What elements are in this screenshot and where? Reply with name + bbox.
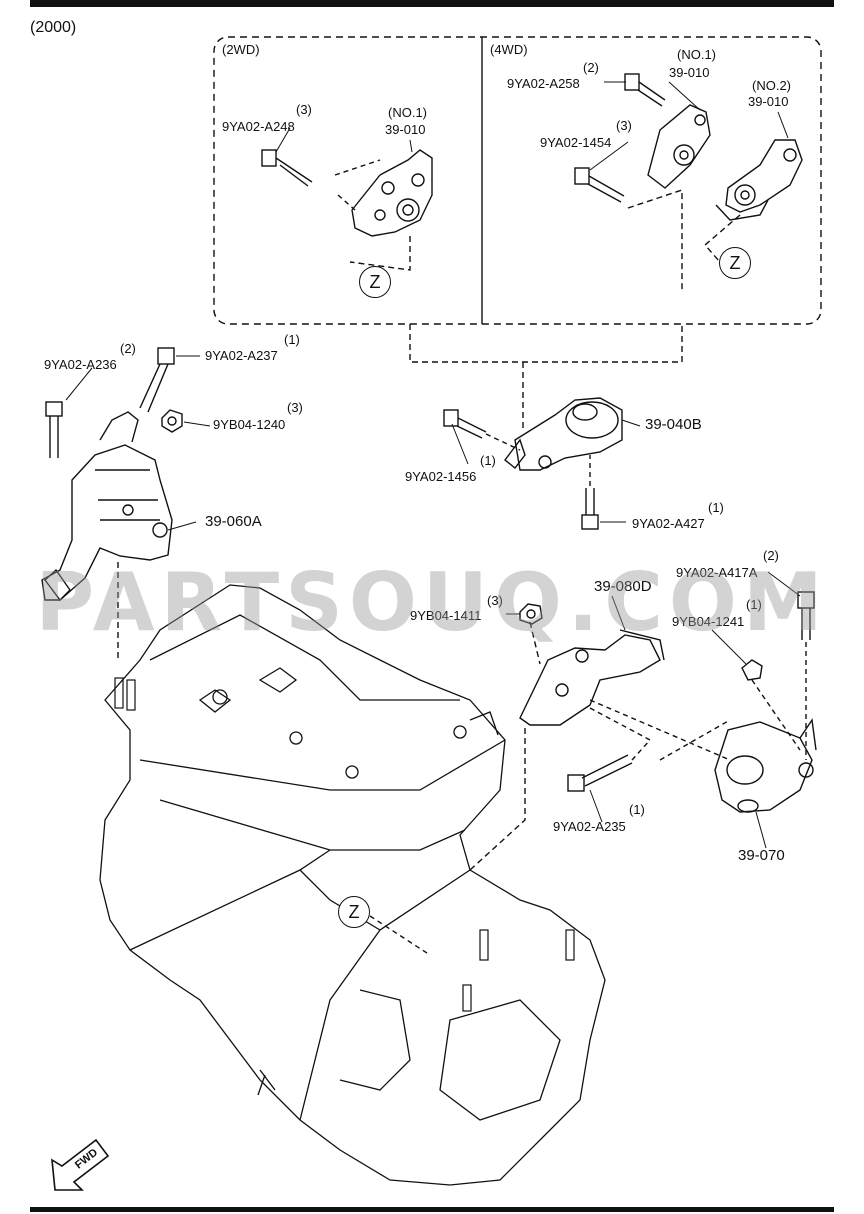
qty-9ya02-a427: (1) [708, 500, 724, 515]
label-9yb04-1241: 9YB04-1241 [672, 614, 745, 629]
qty-9ya02-a236: (2) [120, 341, 136, 356]
mount-bracket-4wd-no2-shape [715, 139, 803, 221]
label-39-010-4wd-no1: 39-010 [669, 65, 710, 80]
label-39-060a: 39-060A [205, 513, 262, 530]
label-39-070: 39-070 [738, 847, 785, 864]
bolt-a235 [567, 707, 652, 792]
box-2wd-label: (2WD) [222, 42, 260, 57]
label-39-080d: 39-080D [594, 578, 652, 595]
label-9ya02-1454: 9YA02-1454 [540, 135, 612, 150]
qty-9ya02-a235: (1) [629, 802, 645, 817]
bottom-rule [30, 1207, 834, 1212]
bolt-a237 [139, 347, 175, 413]
qty-39-010-4wd-no2: (NO.2) [752, 78, 791, 93]
label-9yb04-1240: 9YB04-1240 [213, 417, 286, 432]
bolt-4wd-a258 [624, 73, 666, 107]
nut-1240 [161, 409, 183, 433]
label-39-010-2wd: 39-010 [385, 122, 426, 137]
qty-9ya02-a258: (2) [583, 60, 599, 75]
box-4wd-label: (4WD) [490, 42, 528, 57]
qty-9yb04-1241: (1) [746, 597, 762, 612]
top-rule [30, 0, 834, 7]
label-9ya02-a258: 9YA02-A258 [507, 76, 580, 91]
bolt-4wd-1454 [574, 167, 625, 203]
mount-39-070-shape [714, 718, 817, 813]
engine-studs [114, 677, 575, 1012]
label-9ya02-a237: 9YA02-A237 [205, 348, 278, 363]
label-39-040b: 39-040B [645, 416, 702, 433]
label-9ya02-a235: 9YA02-A235 [553, 819, 626, 834]
mount-bracket-2wd-shape [334, 149, 433, 237]
bracket-39-080d-shape [519, 629, 665, 726]
bolt-1456 [443, 409, 521, 451]
qty-9ya02-a237: (1) [284, 332, 300, 347]
leader-lines [65, 81, 801, 849]
qty-9yb04-1240: (3) [287, 400, 303, 415]
diagram-title: (2000) [30, 19, 77, 36]
label-39-010-4wd-no2: 39-010 [748, 94, 789, 109]
label-9ya02-a427: 9YA02-A427 [632, 516, 705, 531]
label-9yb04-1411: 9YB04-1411 [410, 608, 482, 623]
label-9ya02-a236: 9YA02-A236 [44, 357, 117, 372]
mount-39-060a-shape [41, 411, 173, 602]
qty-9yb04-1411: (3) [487, 593, 503, 608]
inset-box [213, 36, 822, 325]
qty-9ya02-1454: (3) [616, 118, 632, 133]
z-leader [369, 915, 431, 956]
qty-9ya02-a248: (3) [296, 102, 312, 117]
label-9ya02-1456: 9YA02-1456 [405, 469, 477, 484]
engine-block-shape [99, 584, 606, 1186]
z-marker-2wd: Z [359, 266, 391, 298]
z-marker-engine: Z [338, 896, 370, 928]
mount-39-040b-shape [504, 397, 623, 471]
bolt-2wd [261, 149, 313, 187]
mount-bracket-4wd-no1-shape [647, 104, 711, 189]
z-marker-4wd: Z [719, 247, 751, 279]
nut-1241 [741, 659, 801, 751]
bolt-a427 [581, 455, 599, 530]
bolt-a417a [797, 591, 815, 760]
bolt-a236 [45, 401, 63, 458]
fwd-arrow-shape [51, 1138, 110, 1191]
label-9ya02-a417a: 9YA02-A417A [676, 565, 758, 580]
qty-9ya02-1456: (1) [480, 453, 496, 468]
nut-1411 [519, 603, 543, 625]
label-9ya02-a248: 9YA02-A248 [222, 119, 295, 134]
qty-9ya02-a417a: (2) [763, 548, 779, 563]
qty-39-010-4wd-no1: (NO.1) [677, 47, 716, 62]
qty-39-010-2wd: (NO.1) [388, 105, 427, 120]
